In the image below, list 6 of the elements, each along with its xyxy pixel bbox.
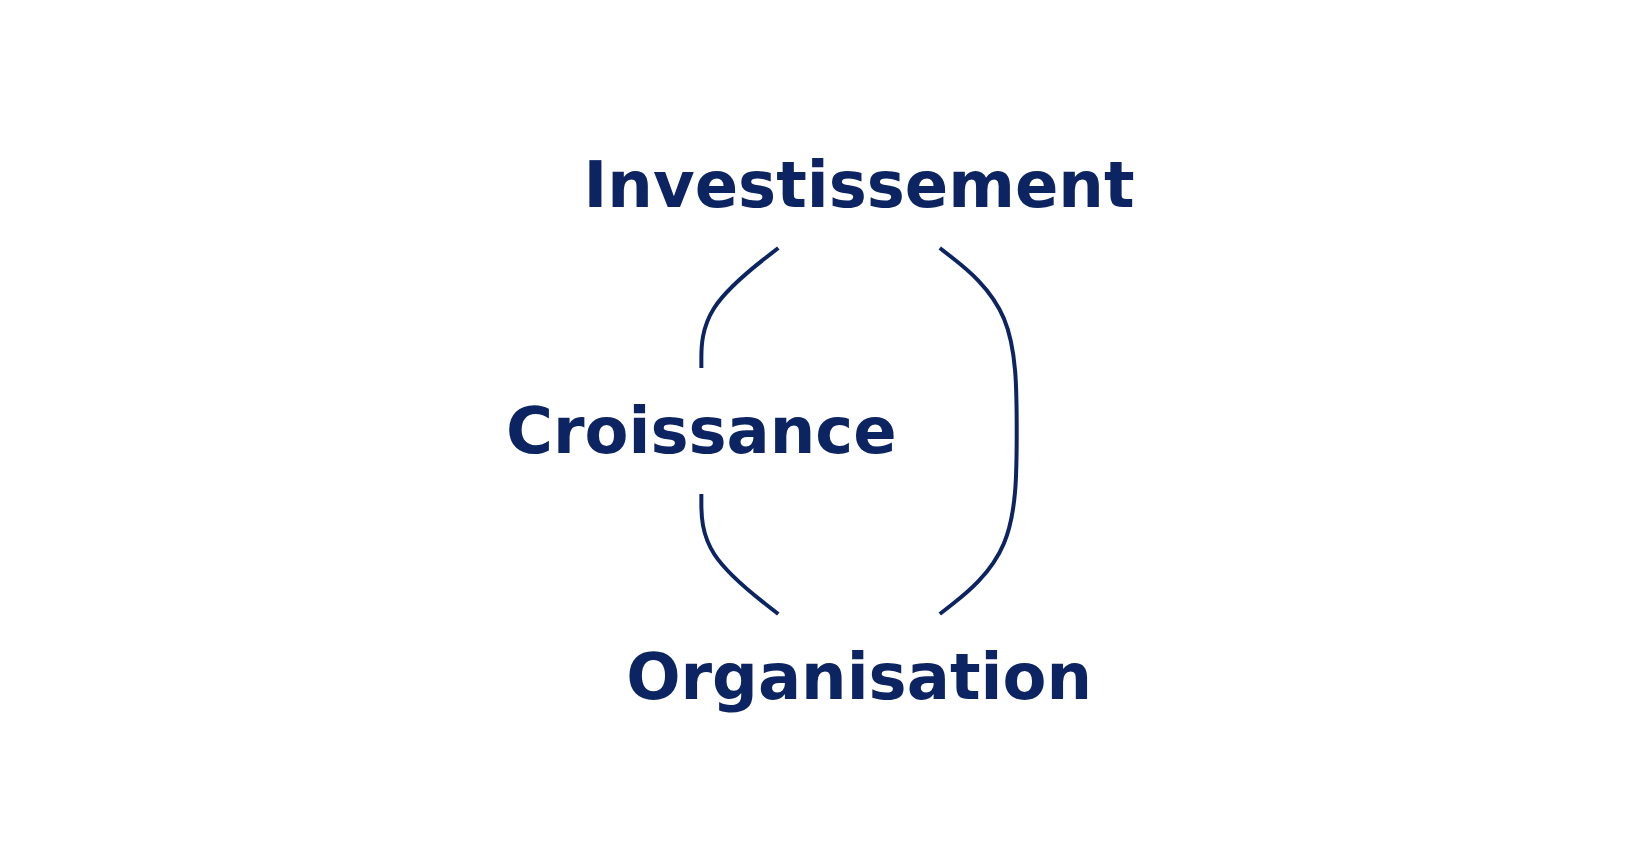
connector bbox=[938, 245, 1019, 616]
connector bbox=[699, 245, 780, 368]
connector bbox=[699, 493, 780, 616]
node-text: Croissance bbox=[505, 393, 897, 468]
node-text: Organisation bbox=[625, 639, 1092, 714]
node-text: Investissement bbox=[583, 147, 1135, 222]
